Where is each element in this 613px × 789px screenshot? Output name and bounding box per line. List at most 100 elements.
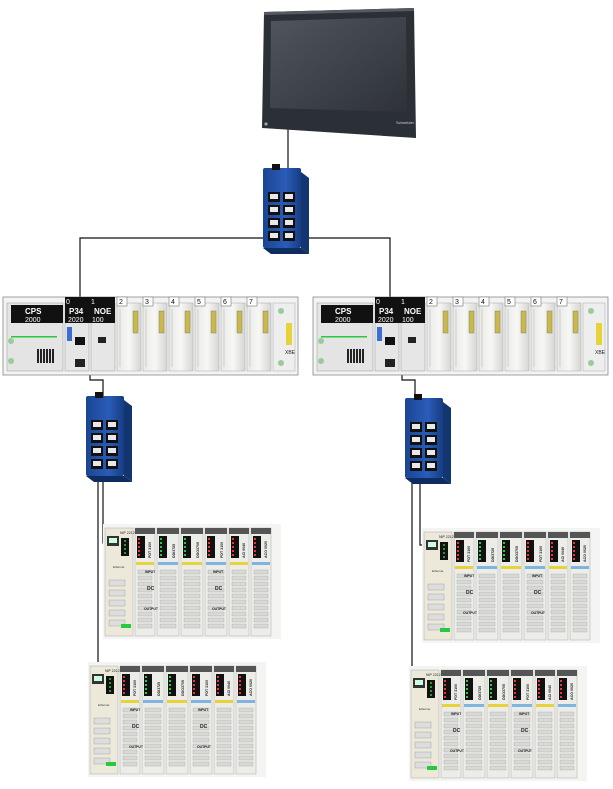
rack-extension-label: XBE (285, 350, 296, 356)
module-io-label: DDI3725 (491, 548, 495, 562)
dc-label: DC (215, 586, 223, 592)
input-label: INPUT (213, 570, 224, 574)
input-label: INPUT (198, 708, 209, 712)
module-io-label: PDT 3100 (454, 684, 458, 700)
module-xbe (582, 302, 606, 372)
ethernet-switch-top (263, 164, 309, 254)
module-xbe (272, 302, 296, 372)
cable-switch-right-to-island-bottom (411, 460, 418, 691)
module-io-label: DDI3725 (172, 544, 176, 558)
module-code-label: 2020 (68, 317, 84, 324)
module-io-label: DDO3705 (515, 546, 519, 562)
dc-label: DC (453, 728, 461, 734)
module-name-label: P34 (379, 307, 394, 316)
slot-number-label: 6 (533, 299, 537, 306)
module-code-label: 100 (402, 317, 414, 324)
dc-label: DC (521, 728, 529, 734)
input-label: INPUT (130, 708, 141, 712)
output-label: OUTPUT (212, 607, 227, 611)
module-io-label: PDT 3100 (526, 684, 530, 700)
module-io-label: ACI 0040 (242, 543, 246, 558)
switch-power-connector (272, 164, 280, 170)
module-code-label: 2000 (335, 317, 351, 324)
module-code-label: 100 (92, 317, 104, 324)
slot-number-label: 0 (376, 299, 380, 306)
module-io-label: DDO3705 (181, 680, 185, 696)
output-label: OUTPUT (450, 749, 465, 753)
module-io-label: PDT 3100 (539, 546, 543, 562)
nim-label: NIP 2212 (426, 673, 441, 677)
ethernet-label: Ethernet (432, 569, 444, 573)
module-io-label: ACO 0020 (583, 545, 587, 562)
module-name-label: CPS (335, 307, 352, 316)
hmi-touch-panel: Schneider (262, 8, 416, 138)
ethernet-label: Ethernet (98, 703, 110, 707)
nim-label: NIP 2212 (120, 531, 135, 535)
output-label: OUTPUT (531, 611, 546, 615)
input-label: INPUT (464, 574, 475, 578)
slot-number-label: 3 (145, 299, 149, 306)
input-label: INPUT (451, 712, 462, 716)
slot-number-label: 7 (559, 299, 563, 306)
module-io-label: PDT 3100 (467, 546, 471, 562)
input-label: INPUT (532, 574, 543, 578)
ethernet-switch-right (405, 394, 451, 484)
output-label: OUTPUT (197, 745, 212, 749)
output-label: OUTPUT (144, 607, 159, 611)
module-io-label: ACI 0040 (227, 681, 231, 696)
dc-label: DC (466, 590, 474, 596)
module-io-label: DDO3705 (502, 684, 506, 700)
cable-switch-left-to-island-bottom (97, 460, 100, 681)
slot-number-label: 1 (91, 299, 95, 306)
module-io-label: PDT 3100 (220, 542, 224, 558)
module-io-label: ACO 0020 (264, 541, 268, 558)
dc-label: DC (200, 724, 208, 730)
ethernet-label: Ethernet (113, 565, 125, 569)
dc-label: DC (132, 724, 140, 730)
slot-number-label: 5 (507, 299, 511, 306)
module-io-label: DDI3725 (478, 686, 482, 700)
module-io-label: PDT 3100 (133, 680, 137, 696)
dc-label: DC (147, 586, 155, 592)
module-io-label: PDT 3100 (148, 542, 152, 558)
module-io-label: PDT 3100 (205, 680, 209, 696)
switch-power-connector (95, 392, 103, 398)
module-io-label: ACI 0040 (548, 685, 552, 700)
slot-number-label: 1 (401, 299, 405, 306)
module-code-label: 2020 (378, 317, 394, 324)
output-label: OUTPUT (129, 745, 144, 749)
input-label: INPUT (145, 570, 156, 574)
switch-power-connector (414, 394, 422, 400)
slot-number-label: 5 (197, 299, 201, 306)
slot-number-label: 0 (66, 299, 70, 306)
nim-label: NIP 2212 (105, 669, 120, 673)
module-io-label: ACI 0040 (561, 547, 565, 562)
output-label: OUTPUT (463, 611, 478, 615)
output-label: OUTPUT (518, 749, 533, 753)
hmi-screen (270, 17, 407, 112)
rack-extension-label: XBE (595, 350, 606, 356)
slot-number-label: 2 (429, 299, 433, 306)
slot-number-label: 4 (481, 299, 485, 306)
module-code-label: 2000 (25, 317, 41, 324)
slot-number-label: 6 (223, 299, 227, 306)
slot-number-label: 3 (455, 299, 459, 306)
module-io-label: ACO 0020 (249, 679, 253, 696)
module-io-label: DDI3725 (157, 682, 161, 696)
module-name-label: CPS (25, 307, 42, 316)
ethernet-label: Ethernet (419, 707, 431, 711)
module-io-label: DDO3705 (196, 542, 200, 558)
slot-number-label: 2 (119, 299, 123, 306)
ethernet-switch-left (86, 392, 132, 482)
input-label: INPUT (519, 712, 530, 716)
module-io-label: ACO 0020 (570, 683, 574, 700)
module-name-label: NOE (94, 307, 112, 316)
module-name-label: P34 (69, 307, 84, 316)
